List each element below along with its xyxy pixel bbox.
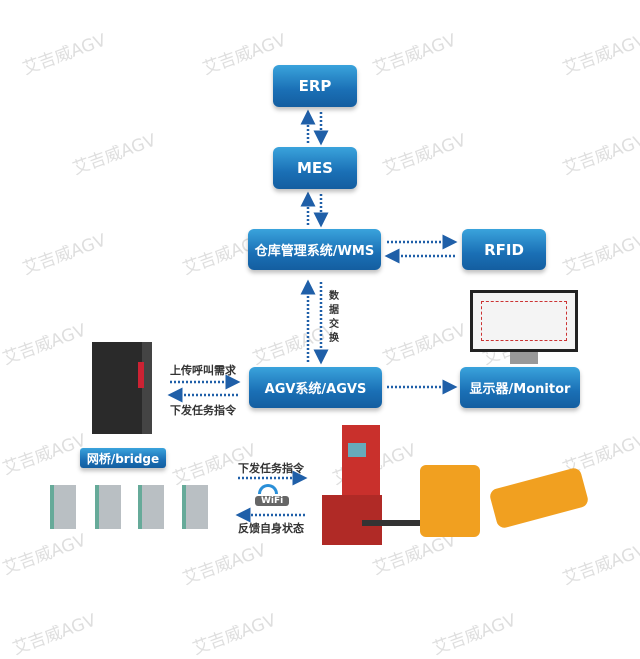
feedback-label: 反馈自身状态 — [238, 522, 304, 535]
bridge-device-4 — [182, 485, 208, 529]
rfid-box: RFID — [462, 229, 546, 270]
issue-task-wifi-label: 下发任务指令 — [238, 462, 304, 475]
orange-agv-image — [420, 465, 480, 537]
erp-box: ERP — [273, 65, 357, 107]
monitor-image — [470, 290, 578, 352]
wifi-badge: WiFi — [255, 496, 290, 506]
bridge-device-1 — [50, 485, 76, 529]
bridge-label: 网桥/bridge — [80, 448, 166, 468]
wms-box: 仓库管理系统/WMS — [248, 229, 381, 270]
monitor-stand — [510, 352, 538, 364]
mes-box: MES — [273, 147, 357, 189]
connector-arrows — [167, 109, 458, 523]
bridge-device-3 — [138, 485, 164, 529]
upload-call-label: 上传呼叫需求 — [170, 364, 236, 377]
wifi-icon — [258, 484, 278, 494]
issue-task-label: 下发任务指令 — [170, 404, 236, 417]
data-exchange-label: 数据交换 — [329, 291, 339, 344]
bridge-device-2 — [95, 485, 121, 529]
monitor-box: 显示器/Monitor — [460, 367, 580, 408]
industrial-switch-image — [92, 342, 152, 434]
agvs-box: AGV系统/AGVS — [249, 367, 382, 408]
forklift-agv-image — [322, 425, 422, 555]
